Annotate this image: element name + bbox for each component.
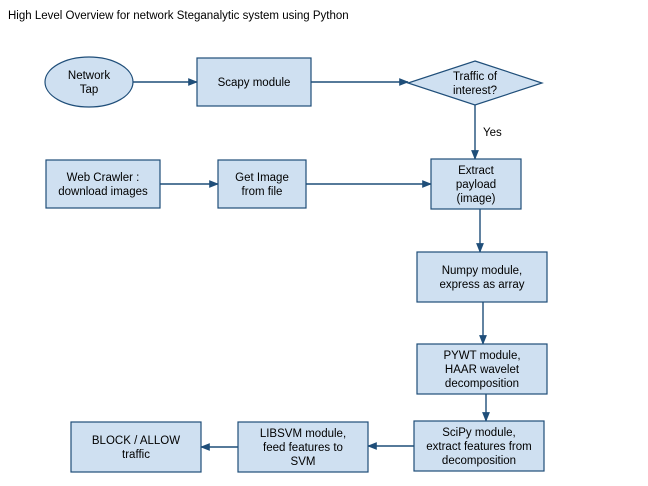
- node-label-line: Traffic of: [453, 71, 498, 83]
- edge-label: Yes: [483, 127, 502, 139]
- node-numpy: Numpy module, express as array: [416, 251, 548, 303]
- node-shape-rect: [416, 251, 548, 303]
- node-label-line: Scapy module: [218, 77, 291, 89]
- node-label-line: PYWT module,: [443, 350, 520, 362]
- node-shape-rect: [70, 421, 202, 473]
- node-label-line: Tap: [80, 84, 99, 96]
- node-shape-rect: [217, 159, 307, 209]
- node-label-line: (image): [457, 193, 496, 205]
- node-label-line: SVM: [291, 456, 316, 468]
- node-shape-rect: [45, 159, 161, 209]
- node-label-line: Extract: [458, 165, 495, 177]
- node-shape-rect: [196, 57, 312, 107]
- node-scipy: SciPy module, extract features from decomp…: [413, 420, 545, 472]
- node-shape-ellipse: [44, 56, 134, 108]
- node-label-line: LIBSVM module,: [260, 428, 346, 440]
- node-label-line: decomposition: [442, 455, 516, 467]
- node-libsvm: LIBSVM module, feed features to SVM: [237, 421, 369, 473]
- node-label-line: SciPy module,: [442, 427, 516, 439]
- node-get-image: Get Image from file: [217, 159, 307, 209]
- node-label-line: HAAR wavelet: [445, 364, 520, 376]
- node-label-line: Network: [68, 70, 110, 82]
- node-label-line: traffic: [122, 449, 150, 461]
- node-label-line: payload: [456, 179, 496, 191]
- diagram-title: High Level Overview for network Steganal…: [8, 10, 349, 22]
- node-shape-rect: [430, 158, 522, 210]
- node-label-line: feed features to: [263, 442, 343, 454]
- node-label-line: BLOCK / ALLOW: [92, 435, 180, 447]
- node-label-line: interest?: [453, 85, 497, 97]
- node-label-line: Web Crawler :: [67, 172, 140, 184]
- node-label-line: extract features from: [426, 441, 531, 453]
- node-traffic-decision: Traffic of interest?: [406, 60, 544, 106]
- node-web-crawler: Web Crawler : download images: [45, 159, 161, 209]
- node-extract-payload: Extract payload (image): [430, 158, 522, 210]
- node-label-line: download images: [58, 186, 148, 198]
- node-block-allow: BLOCK / ALLOW traffic: [70, 421, 202, 473]
- node-shape-rect: [416, 343, 548, 395]
- node-scapy: Scapy module: [196, 57, 312, 107]
- node-shape-rect: [413, 420, 545, 472]
- node-label-line: Numpy module,: [442, 265, 523, 277]
- node-pywt: PYWT module, HAAR wavelet decomposition: [416, 343, 548, 395]
- node-shape-rect: [237, 421, 369, 473]
- node-label-line: express as array: [439, 279, 524, 291]
- node-label-line: decomposition: [445, 378, 519, 390]
- node-label-line: Get Image: [235, 172, 289, 184]
- node-shape-diamond: [406, 60, 544, 106]
- node-label-line: from file: [242, 186, 283, 198]
